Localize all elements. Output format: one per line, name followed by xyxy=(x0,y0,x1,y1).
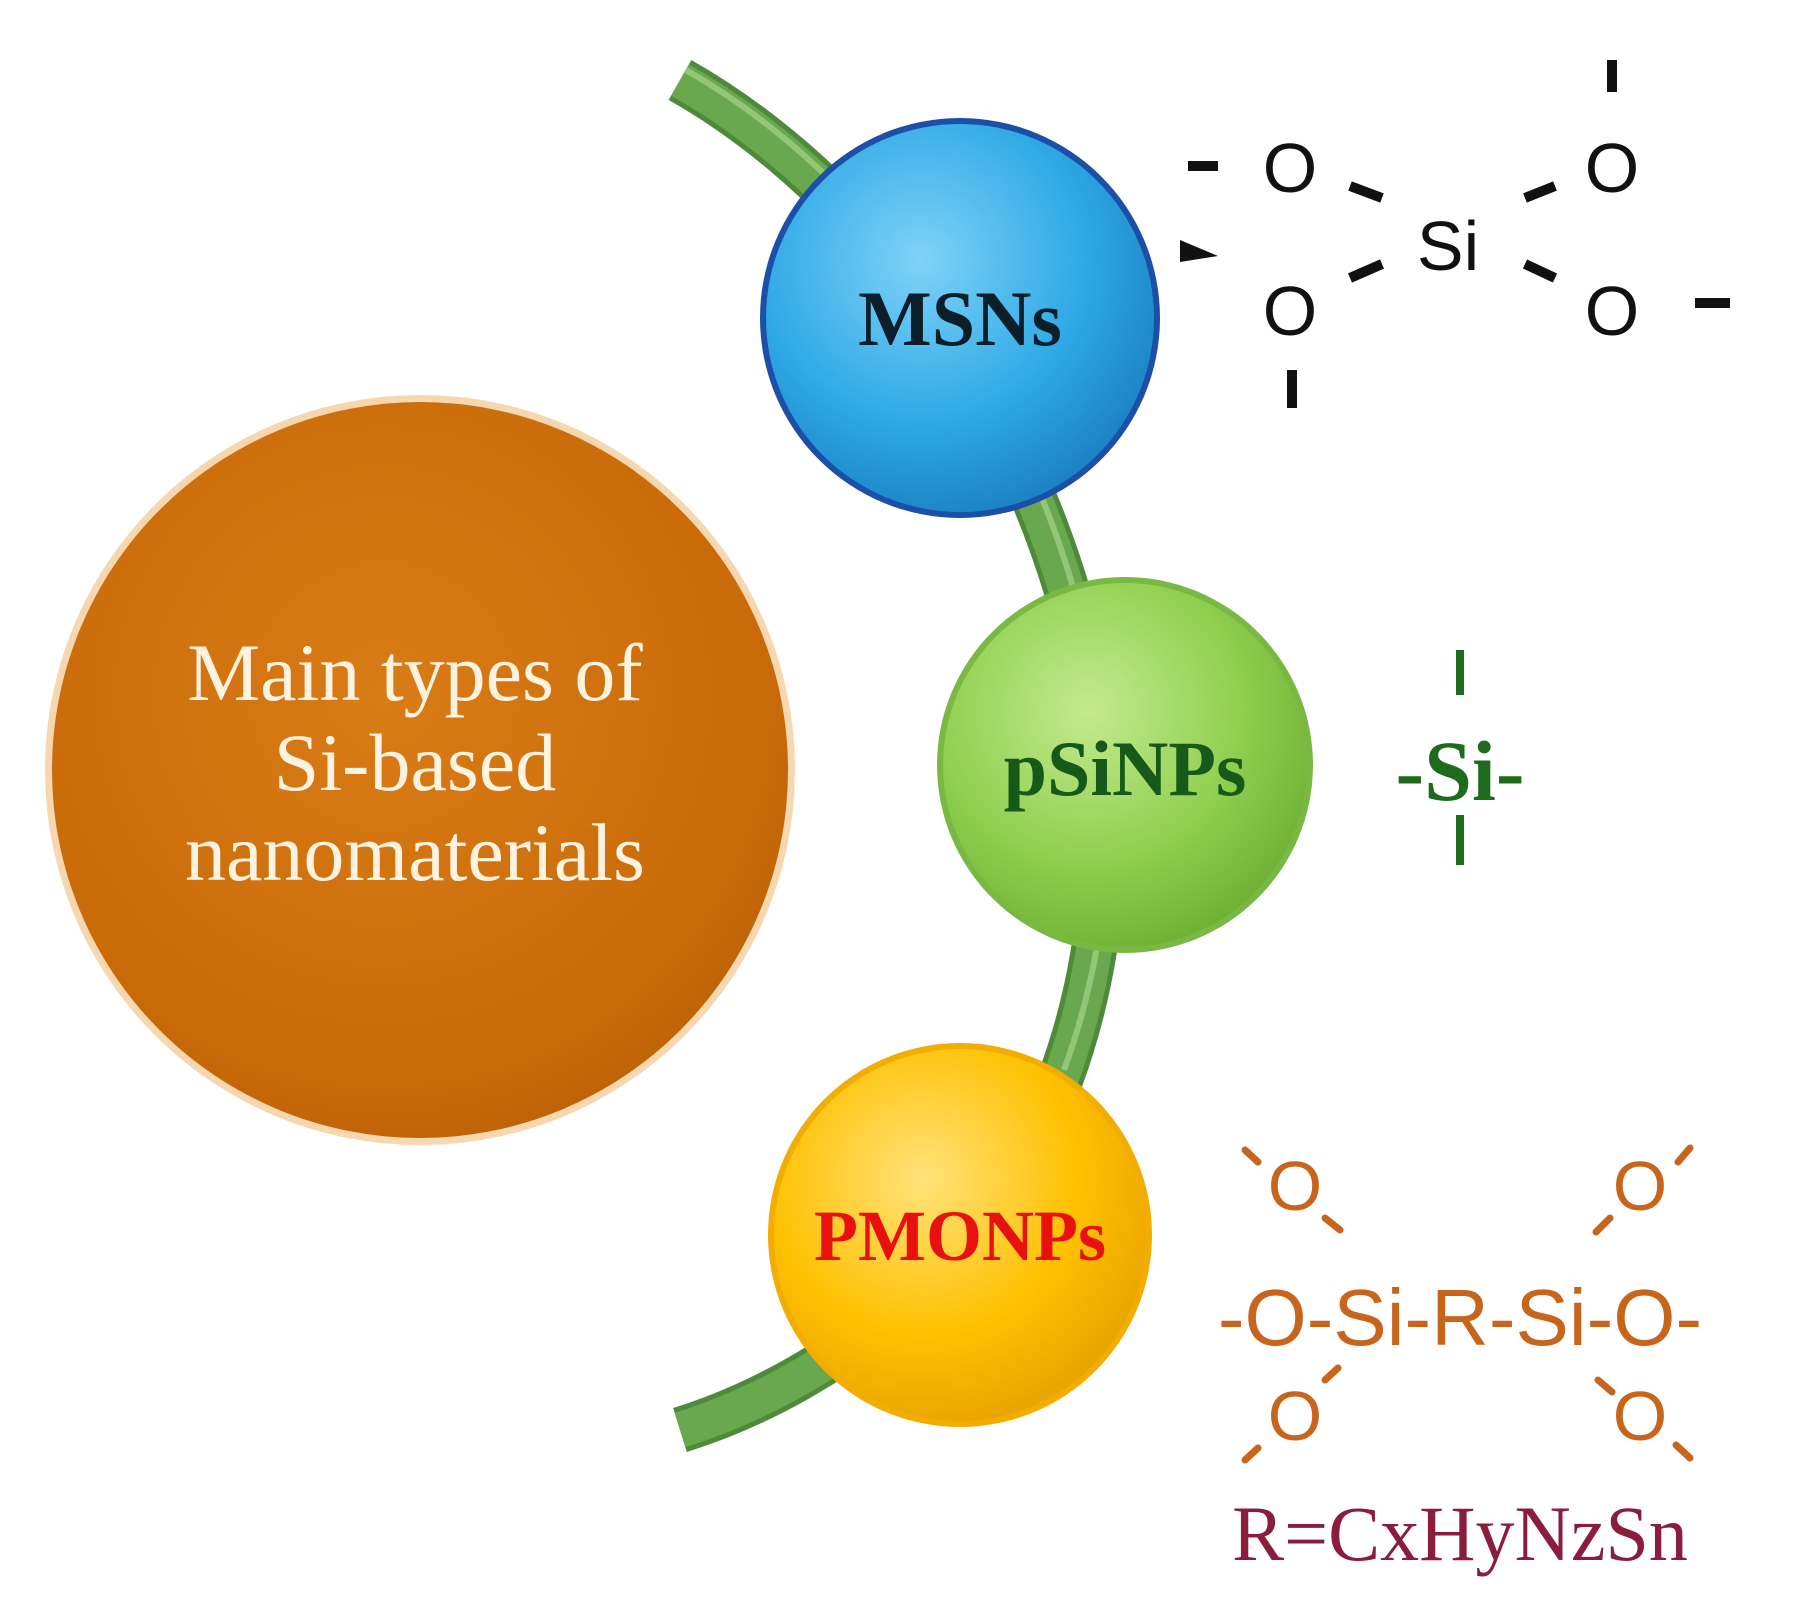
node-psinps: pSiNPs xyxy=(937,577,1313,953)
msns-atom-si: Si xyxy=(1417,207,1479,285)
pmonps-atom-o-1: O xyxy=(1268,1147,1322,1225)
center-title-line-1: Main types of xyxy=(187,627,643,718)
structure-pmonps: -O-Si-R-Si-O- O O O O R=CxHyNzSn xyxy=(1218,1144,1702,1577)
msns-wedge-bond xyxy=(1180,240,1218,262)
structure-psinps: -Si- xyxy=(1396,650,1525,865)
structure-msns: O O Si O O xyxy=(1180,60,1730,408)
node-pmonps: PMONPs xyxy=(768,1043,1152,1427)
pmonps-bonds xyxy=(1241,1144,1694,1464)
node-msns-label: MSNs xyxy=(858,275,1062,362)
msns-atom-o-bottomright: O xyxy=(1585,272,1639,350)
psinps-formula: -Si- xyxy=(1396,723,1525,819)
msns-atom-o-topright: O xyxy=(1585,129,1639,207)
center-title-line-2: Si-based xyxy=(274,717,556,808)
msns-atom-o-bottomleft: O xyxy=(1263,272,1317,350)
node-msns: MSNs xyxy=(760,118,1160,518)
center-title-line-3: nanomaterials xyxy=(185,807,645,898)
pmonps-chain: -O-Si-R-Si-O- xyxy=(1218,1273,1702,1362)
pmonps-atom-o-3: O xyxy=(1268,1377,1322,1455)
msns-atom-o-topleft: O xyxy=(1263,129,1317,207)
node-psinps-label: pSiNPs xyxy=(1004,725,1247,812)
pmonps-atom-o-4: O xyxy=(1613,1377,1667,1455)
msns-bonds xyxy=(1188,60,1730,408)
center-circle: Main types of Si-based nanomaterials xyxy=(45,395,795,1145)
pmonps-atom-o-2: O xyxy=(1613,1147,1667,1225)
pmonps-footnote: R=CxHyNzSn xyxy=(1232,1490,1688,1577)
node-pmonps-label: PMONPs xyxy=(814,1196,1106,1276)
